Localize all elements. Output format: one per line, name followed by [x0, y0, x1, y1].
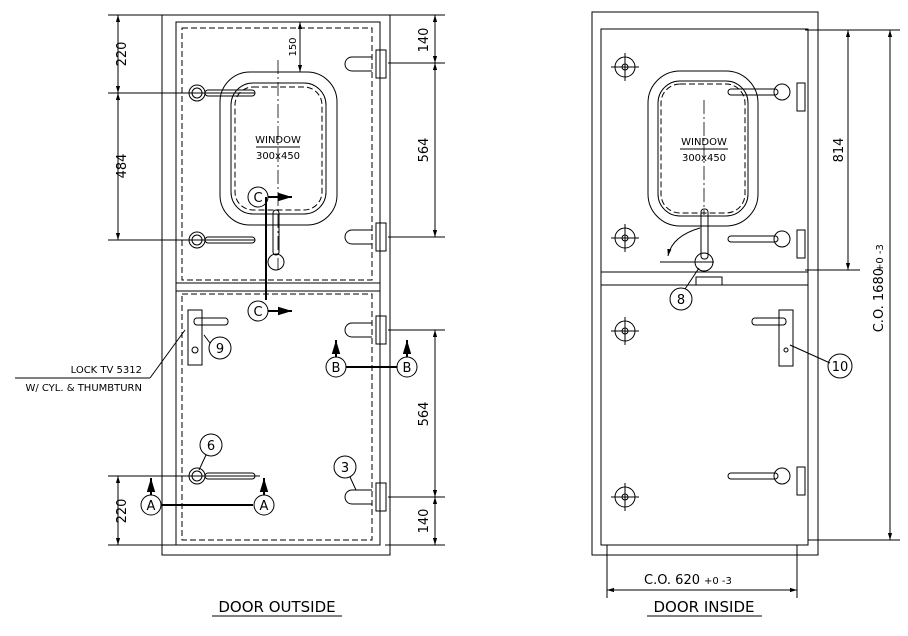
section-c: C C — [247, 186, 292, 322]
section-b: B B — [325, 340, 418, 378]
dimensions-outside: 220 484 220 150 140 564 564 140 — [108, 14, 445, 546]
door-frame-outer — [591, 11, 819, 556]
window-label: WINDOW — [681, 137, 727, 148]
lock-note: LOCK TV 5312 — [71, 365, 142, 376]
svg-text:564: 564 — [417, 402, 432, 427]
svg-text:814: 814 — [832, 138, 847, 163]
lock-inside — [751, 309, 831, 367]
svg-text:10: 10 — [832, 360, 849, 375]
latch-handle — [660, 208, 723, 286]
svg-text:B: B — [403, 361, 412, 376]
door-outside-title: DOOR OUTSIDE — [218, 598, 335, 616]
lower-panel — [181, 293, 373, 541]
svg-text:C.O. 1680: C.O. 1680 — [872, 268, 887, 332]
dimensions-inside: 814 C.O. 1680 +0 -3 C.O. 620 +0 -3 — [606, 29, 900, 598]
svg-text:C.O. 620: C.O. 620 — [644, 573, 700, 588]
svg-text:B: B — [332, 361, 341, 376]
section-a: A A — [140, 478, 275, 516]
window: WINDOW 300x450 — [647, 70, 759, 227]
svg-text:+0 -3: +0 -3 — [704, 576, 732, 587]
callout-10: 10 — [827, 353, 853, 379]
svg-text:150: 150 — [288, 37, 299, 56]
window: WINDOW 300x450 — [219, 60, 338, 270]
window-label: WINDOW — [255, 135, 301, 146]
door-inside-view: WINDOW 300x450 8 10 — [591, 11, 900, 617]
callout-9: 9 — [203, 334, 232, 360]
svg-text:140: 140 — [417, 509, 432, 534]
svg-text:3: 3 — [341, 461, 349, 476]
svg-text:220: 220 — [115, 42, 130, 67]
svg-text:9: 9 — [216, 342, 224, 357]
lock-note-detail: W/ CYL. & THUMBTURN — [25, 383, 142, 394]
upper-panel — [181, 27, 373, 281]
callout-6: 6 — [198, 433, 223, 471]
svg-text:6: 6 — [207, 439, 215, 454]
lock-outside: LOCK TV 5312 W/ CYL. & THUMBTURN — [15, 309, 229, 394]
door-frame-outer — [161, 14, 391, 556]
svg-text:A: A — [147, 499, 156, 514]
callout-3: 3 — [333, 455, 357, 491]
door-outside-view: WINDOW 300x450 LOCK TV 5312 W/ CYL. & T — [15, 14, 445, 617]
svg-text:220: 220 — [115, 499, 130, 524]
svg-text:A: A — [260, 499, 269, 514]
door-leaf — [600, 28, 809, 546]
door-inside-title: DOOR INSIDE — [654, 598, 755, 616]
hinges — [344, 49, 387, 512]
dog-handles — [727, 82, 806, 496]
window-size: 300x450 — [256, 151, 300, 162]
svg-text:8: 8 — [677, 293, 685, 308]
svg-text:140: 140 — [417, 28, 432, 53]
hinge-bolts — [611, 53, 639, 511]
svg-text:+0 -3: +0 -3 — [875, 244, 886, 272]
svg-text:564: 564 — [417, 138, 432, 163]
callout-8: 8 — [669, 267, 700, 311]
svg-text:C: C — [253, 191, 262, 206]
svg-text:C: C — [253, 305, 262, 320]
window-size: 300x450 — [682, 153, 726, 164]
svg-text:484: 484 — [115, 154, 130, 179]
